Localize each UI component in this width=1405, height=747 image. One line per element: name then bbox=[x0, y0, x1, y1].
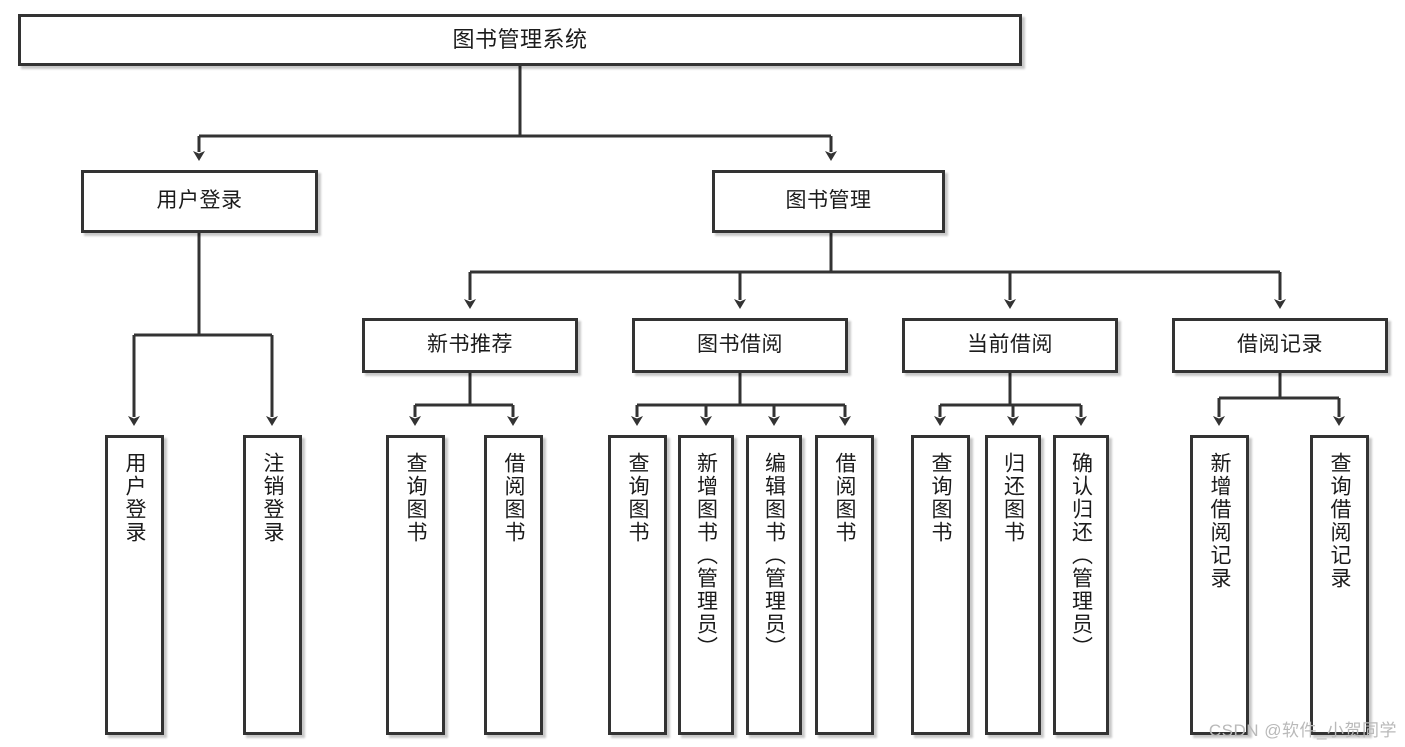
node-leaf-user-logout-label: 注销登录 bbox=[261, 452, 284, 544]
node-leaf-edit-book-admin[interactable]: 编辑图书（管理员） bbox=[746, 435, 802, 735]
node-leaf-return-book-label: 归还图书 bbox=[1001, 452, 1025, 544]
node-leaf-add-book-admin[interactable]: 新增图书（管理员） bbox=[678, 435, 734, 735]
node-leaf-confirm-return-admin-label: 确认归还（管理员） bbox=[1069, 452, 1093, 659]
node-leaf-query-book-borrow-label: 查询图书 bbox=[626, 452, 649, 544]
node-leaf-borrow-book[interactable]: 借阅图书 bbox=[815, 435, 874, 735]
node-user-login-label: 用户登录 bbox=[156, 189, 243, 213]
node-leaf-borrow-book-recommend-label: 借阅图书 bbox=[502, 452, 525, 544]
node-leaf-query-book-recommend-label: 查询图书 bbox=[404, 452, 427, 544]
node-book-manage[interactable]: 图书管理 bbox=[712, 170, 945, 233]
node-leaf-borrow-book-label: 借阅图书 bbox=[833, 452, 856, 544]
node-leaf-add-borrow-record-label: 新增借阅记录 bbox=[1208, 452, 1231, 590]
node-borrow-record[interactable]: 借阅记录 bbox=[1172, 318, 1388, 373]
node-leaf-user-login-label: 用户登录 bbox=[123, 452, 146, 544]
node-book-manage-label: 图书管理 bbox=[785, 189, 872, 213]
node-leaf-user-logout[interactable]: 注销登录 bbox=[243, 435, 302, 735]
node-user-login[interactable]: 用户登录 bbox=[81, 170, 318, 233]
node-leaf-user-login[interactable]: 用户登录 bbox=[105, 435, 164, 735]
node-leaf-query-borrow-record[interactable]: 查询借阅记录 bbox=[1310, 435, 1369, 735]
node-new-book-recommend[interactable]: 新书推荐 bbox=[362, 318, 578, 373]
node-leaf-add-borrow-record[interactable]: 新增借阅记录 bbox=[1190, 435, 1249, 735]
node-book-borrow[interactable]: 图书借阅 bbox=[632, 318, 848, 373]
node-book-borrow-label: 图书借阅 bbox=[697, 333, 783, 357]
node-leaf-confirm-return-admin[interactable]: 确认归还（管理员） bbox=[1053, 435, 1109, 735]
node-leaf-edit-book-admin-label: 编辑图书（管理员） bbox=[762, 452, 786, 659]
node-current-borrow-label: 当前借阅 bbox=[967, 333, 1053, 357]
node-leaf-return-book[interactable]: 归还图书 bbox=[985, 435, 1041, 735]
node-leaf-query-book-borrow[interactable]: 查询图书 bbox=[608, 435, 667, 735]
node-borrow-record-label: 借阅记录 bbox=[1237, 333, 1323, 357]
node-current-borrow[interactable]: 当前借阅 bbox=[902, 318, 1118, 373]
node-leaf-query-book-recommend[interactable]: 查询图书 bbox=[386, 435, 445, 735]
node-root[interactable]: 图书管理系统 bbox=[18, 14, 1022, 66]
node-new-book-recommend-label: 新书推荐 bbox=[427, 333, 513, 357]
node-leaf-query-book-current-label: 查询图书 bbox=[929, 452, 952, 544]
node-root-label: 图书管理系统 bbox=[452, 27, 588, 53]
node-leaf-borrow-book-recommend[interactable]: 借阅图书 bbox=[484, 435, 543, 735]
node-leaf-query-borrow-record-label: 查询借阅记录 bbox=[1328, 452, 1351, 590]
node-leaf-add-book-admin-label: 新增图书（管理员） bbox=[694, 452, 718, 659]
node-leaf-query-book-current[interactable]: 查询图书 bbox=[911, 435, 970, 735]
